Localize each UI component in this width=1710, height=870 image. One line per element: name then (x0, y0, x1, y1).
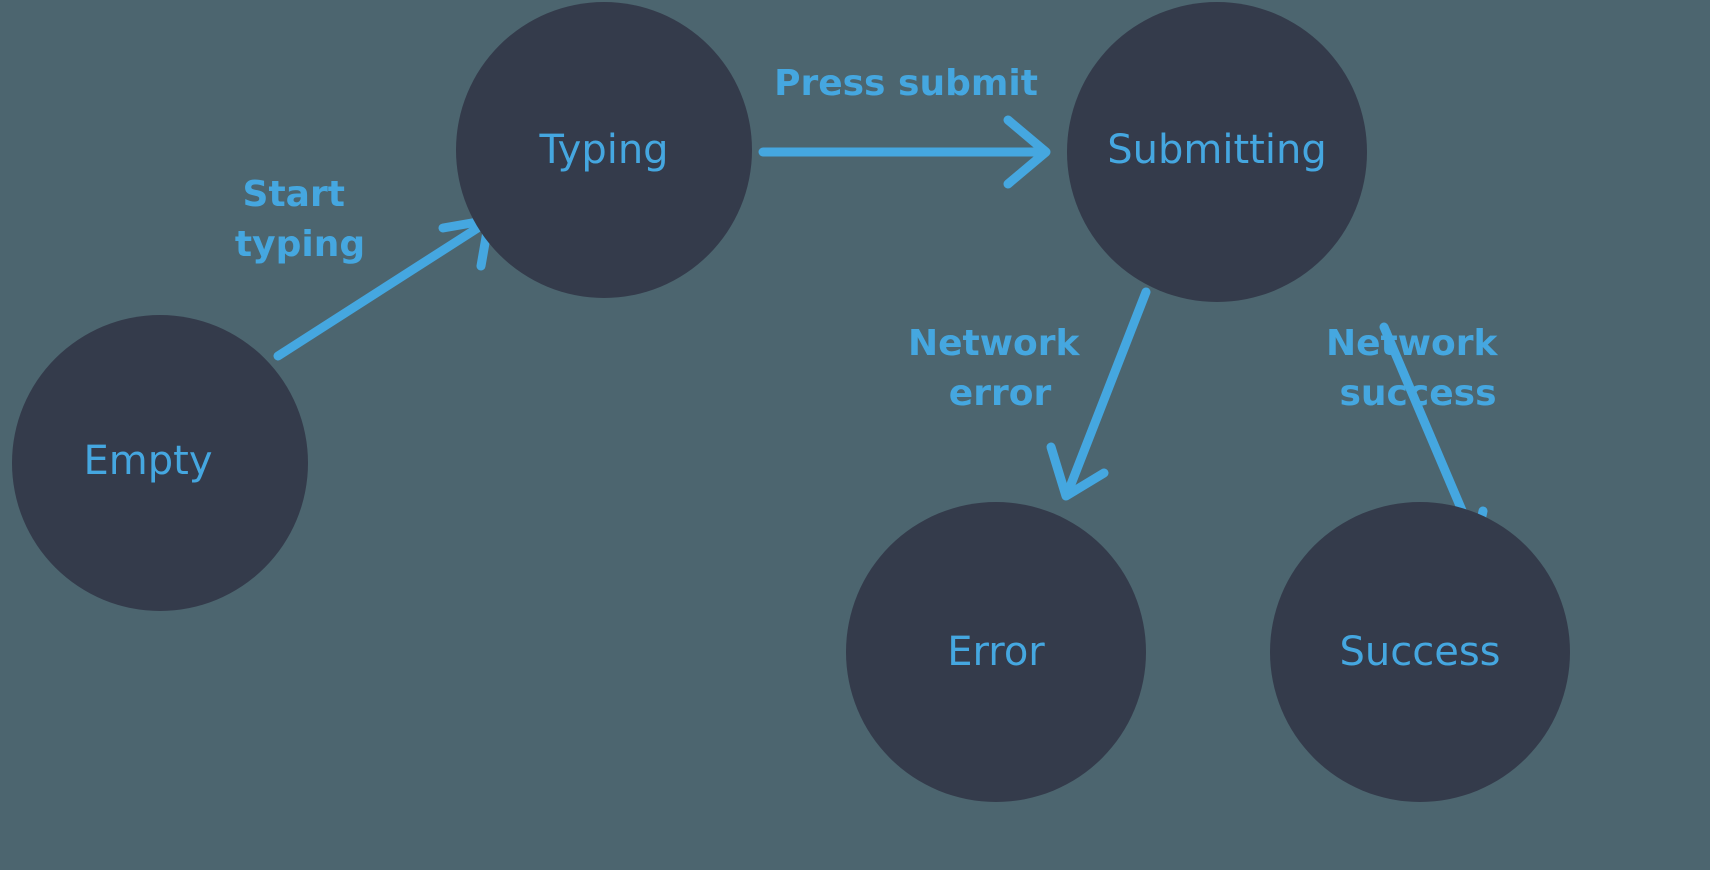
node-error-circle[interactable] (846, 502, 1146, 802)
node-success[interactable]: Success (1270, 502, 1570, 802)
node-empty-label: Empty (84, 438, 213, 484)
node-empty[interactable]: Empty (12, 315, 308, 611)
edge-label-line: Network (1326, 323, 1498, 364)
edge-label-line: Network (908, 323, 1080, 364)
edge-network-success-line (1379, 322, 1477, 539)
edge-label-line: error (949, 373, 1052, 414)
edge-label-line: Press submit (774, 63, 1038, 104)
edge-start-typing-line (273, 217, 492, 361)
edge-network-success: Network success (1326, 322, 1510, 545)
edge-label-line: typing (235, 224, 365, 265)
edge-label-line: success (1339, 373, 1496, 414)
edge-network-error: Network error (908, 287, 1151, 501)
node-submitting[interactable]: Submitting (1067, 2, 1367, 302)
node-empty-circle[interactable] (12, 315, 308, 611)
edge-network-success-label: Network success (1326, 323, 1510, 414)
node-success-label: Success (1339, 629, 1500, 675)
node-typing-label: Typing (538, 127, 668, 173)
edge-press-submit-arrowhead (1003, 115, 1051, 189)
node-typing-circle[interactable] (456, 2, 752, 298)
edge-network-error-line (1063, 287, 1151, 497)
node-error[interactable]: Error (846, 502, 1146, 802)
node-success-circle[interactable] (1270, 502, 1570, 802)
edge-network-error-arrowhead (1046, 442, 1109, 501)
node-submitting-label: Submitting (1107, 127, 1326, 173)
edge-start-typing-label: Start typing (235, 174, 365, 265)
node-typing[interactable]: Typing (456, 2, 752, 298)
edge-start-typing: Start typing (235, 174, 494, 361)
node-error-label: Error (947, 629, 1045, 675)
node-submitting-circle[interactable] (1067, 2, 1367, 302)
edge-label-line: Start (243, 174, 345, 215)
edge-press-submit-label: Press submit (774, 63, 1038, 104)
edge-press-submit: Press submit (758, 63, 1051, 189)
edge-network-error-label: Network error (908, 323, 1092, 414)
